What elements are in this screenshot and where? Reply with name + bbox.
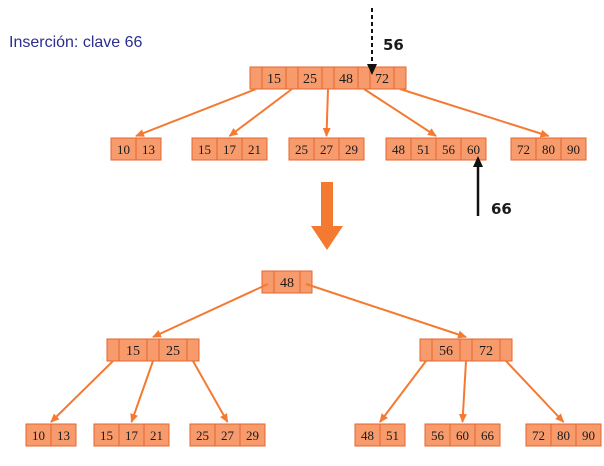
leaf-before-2-cell [338,137,365,161]
pointer-arrow [135,88,257,137]
leaf-before-1-cell [241,137,268,161]
inserted-key-label: 66 [491,200,512,218]
leaf-before-0-key: 13 [142,142,155,157]
internal-right-key: 56 [439,344,453,359]
leaf-before-0-key: 10 [117,142,130,157]
pointer-arrow [363,88,437,137]
leaf-after-4-key: 60 [456,428,469,443]
leaf-before-3-key: 48 [392,142,405,157]
internal-left-key: 15 [126,344,140,359]
leaf-after-4-key: 56 [431,428,445,443]
transition-arrow-shaft [321,182,333,226]
leaf-before-1-key: 21 [248,142,261,157]
page-title: Inserción: clave 66 [9,34,143,51]
leaf-before-4-key: 90 [567,142,580,157]
leaf-after-3-key: 51 [386,428,399,443]
transition-arrow-head [311,226,343,250]
leaf-after-1-cell [143,423,170,447]
leaf-before-3-key: 56 [442,142,456,157]
leaf-after-5-cell [575,423,602,447]
leaf-after-5-key: 90 [582,428,595,443]
leaf-after-2-key: 25 [196,428,209,443]
pointer-arrow [130,360,154,423]
leaf-after-2-key: 27 [221,428,235,443]
leaf-before-4-key: 72 [517,142,530,157]
pointer-arrow [379,360,427,423]
leaf-after-0-cell [50,423,77,447]
root-after-key: 48 [280,276,294,291]
leaf-after-0-key: 13 [57,428,70,443]
leaf-before-0-cell [135,137,162,161]
pointer-arrow [228,88,293,137]
leaf-after-2-key: 29 [246,428,259,443]
leaf-before-2-key: 25 [295,142,308,157]
leaf-after-3-cell [379,423,406,447]
internal-left-box [106,338,200,362]
leaf-after-4-key: 66 [481,428,495,443]
top-key-label: 56 [383,36,404,54]
leaf-after-5-key: 72 [532,428,545,443]
leaf-before-3-key: 51 [417,142,430,157]
root-before-key: 15 [267,72,281,87]
leaf-before-1-key: 15 [198,142,211,157]
leaf-after-1-key: 15 [100,428,113,443]
leaf-before-2-key: 29 [345,142,358,157]
leaf-after-1-key: 21 [150,428,163,443]
pointer-arrow [458,360,467,423]
pointer-arrow [152,283,269,338]
pointer-arrow [305,283,467,339]
leaf-before-1-key: 17 [223,142,237,157]
root-before-key: 25 [303,72,317,87]
internal-left-key: 25 [166,344,180,359]
leaf-after-4-cell [474,423,501,447]
leaf-before-4-key: 80 [542,142,555,157]
pointer-arrow [399,88,550,138]
leaf-before-2-key: 27 [320,142,334,157]
pointer-arrow [50,360,114,423]
leaf-after-1-key: 17 [125,428,139,443]
leaf-before-3-key: 60 [467,142,480,157]
pointer-arrow [192,360,229,423]
root-before-key: 48 [339,72,353,87]
leaf-after-0-key: 10 [32,428,45,443]
leaf-after-5-key: 80 [557,428,570,443]
internal-right-key: 72 [479,344,493,359]
pointer-arrow [505,360,565,423]
leaf-after-2-cell [239,423,266,447]
leaf-before-4-cell [560,137,587,161]
pointer-arrow [322,88,331,137]
root-before-key: 72 [375,72,389,87]
leaf-after-3-key: 48 [361,428,374,443]
internal-right-box [419,338,513,362]
